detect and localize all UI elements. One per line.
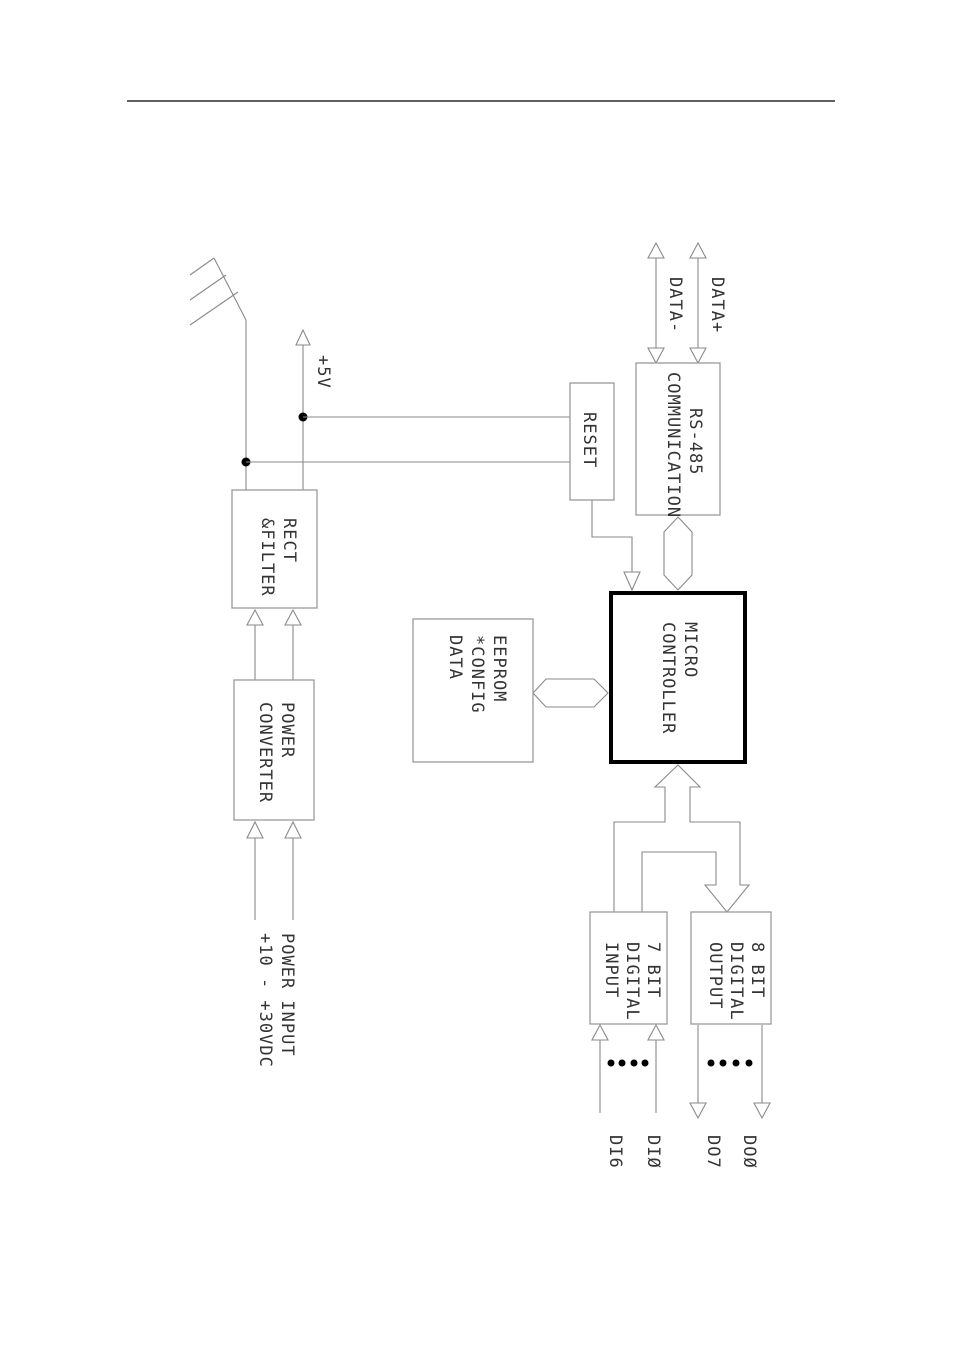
digital-output-label-1: 8 BIT bbox=[747, 942, 767, 998]
power-input-arrow bbox=[285, 822, 301, 838]
power-input-label-1: POWER INPUT bbox=[277, 933, 297, 1057]
power-arrow bbox=[285, 610, 301, 625]
rs485-label-1: RS-485 bbox=[685, 408, 705, 475]
rs485-bus-arrow bbox=[664, 517, 692, 590]
power-arrow bbox=[247, 610, 263, 625]
io-bus-arrow bbox=[614, 765, 749, 912]
di0-label: DIØ bbox=[643, 1135, 663, 1169]
data-minus-arrow-up bbox=[648, 243, 664, 258]
do0-label: DOØ bbox=[739, 1135, 759, 1169]
power-input-label-2: +10 - +30VDC bbox=[255, 933, 275, 1068]
power-input-arrow bbox=[247, 822, 263, 838]
output-arrow bbox=[754, 1103, 770, 1118]
reset-arrow bbox=[624, 572, 640, 590]
data-plus-arrow-down bbox=[690, 348, 706, 363]
reset-label: RESET bbox=[579, 412, 599, 468]
data-minus-arrow-down bbox=[648, 348, 664, 363]
data-plus-label: DATA+ bbox=[707, 277, 727, 333]
output-ellipsis bbox=[708, 1060, 753, 1067]
output-arrow bbox=[690, 1103, 706, 1118]
power-converter-label-1: POWER bbox=[277, 702, 297, 758]
reset-to-mcu-wire bbox=[592, 500, 632, 572]
digital-input-label-3: INPUT bbox=[601, 942, 621, 998]
di6-label: DI6 bbox=[605, 1135, 625, 1169]
power-converter-label-2: CONVERTER bbox=[255, 702, 275, 803]
do7-label: DO7 bbox=[703, 1135, 723, 1169]
eeprom-label-3: DATA bbox=[445, 635, 465, 680]
eeprom-label-1: EEPROM bbox=[489, 635, 509, 702]
rect-filter-label-2: &FILTER bbox=[257, 518, 277, 597]
input-arrow bbox=[592, 1025, 608, 1040]
digital-output-label-2: DIGITAL bbox=[726, 942, 746, 1021]
rect-filter-label-1: RECT bbox=[279, 518, 299, 563]
plus5v-label: +5V bbox=[313, 355, 333, 389]
input-ellipsis bbox=[608, 1060, 649, 1067]
eeprom-bus-arrow bbox=[533, 679, 608, 707]
digital-output-label-3: OUTPUT bbox=[705, 942, 725, 1009]
ground-icon bbox=[190, 258, 246, 490]
data-plus-arrow-up bbox=[690, 243, 706, 258]
digital-input-label-1: 7 BIT bbox=[643, 942, 663, 998]
digital-input-label-2: DIGITAL bbox=[622, 942, 642, 1021]
data-minus-label: DATA- bbox=[665, 277, 685, 333]
mcu-label-1: MICRO bbox=[680, 622, 700, 678]
mcu-label-2: CONTROLLER bbox=[658, 622, 678, 734]
input-arrow bbox=[648, 1025, 664, 1040]
rs485-label-2: COMMUNICATION bbox=[663, 372, 683, 518]
eeprom-label-2: *CONFIG bbox=[467, 635, 487, 714]
plus5v-arrow bbox=[296, 330, 310, 345]
